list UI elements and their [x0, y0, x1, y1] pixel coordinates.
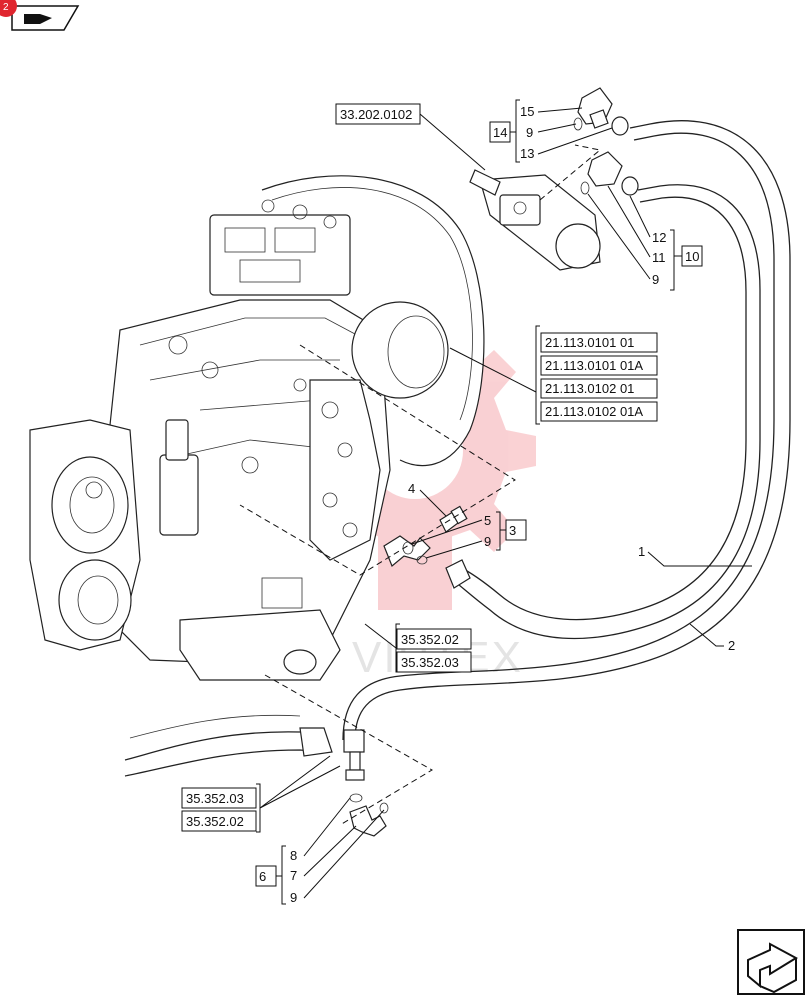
- control-valve-assembly: [469, 169, 601, 271]
- transmission-housing: [29, 175, 485, 681]
- top-elbow-fitting-b: [580, 151, 639, 196]
- svg-text:6: 6: [259, 869, 266, 884]
- svg-text:8: 8: [290, 848, 297, 863]
- svg-text:1: 1: [638, 544, 645, 559]
- callout-group-14[interactable]: 14 15 9 13: [489, 99, 613, 163]
- mid-o-ring-9: [416, 555, 428, 565]
- dash-mid: [239, 344, 516, 576]
- book-page-icon: [24, 14, 52, 24]
- svg-text:9: 9: [652, 272, 659, 287]
- svg-text:4: 4: [408, 481, 415, 496]
- svg-text:35.352.02: 35.352.02: [186, 814, 244, 829]
- mid-tee-fitting-5: [383, 535, 431, 567]
- bottom-elbow-fitting-7: [349, 793, 389, 837]
- hose-1-end-fitting: [445, 559, 471, 589]
- hose-2: [342, 120, 791, 741]
- svg-text:3: 3: [509, 523, 516, 538]
- svg-text:21.113.0101 01A: 21.113.0101 01A: [545, 358, 643, 373]
- svg-text:35.352.03: 35.352.03: [186, 791, 244, 806]
- bottom-hose-end: [343, 729, 365, 781]
- ref-group-35-352-top[interactable]: 35.352.02 35.352.03: [395, 623, 472, 673]
- ref-box-33-202-0102[interactable]: 33.202.0102: [335, 103, 421, 125]
- svg-text:14: 14: [493, 125, 507, 140]
- svg-text:21.113.0101 01: 21.113.0101 01: [545, 335, 634, 350]
- svg-text:9: 9: [290, 890, 297, 905]
- svg-text:2: 2: [728, 638, 735, 653]
- ref-group-21-113[interactable]: 21.113.0101 01 21.113.0101 01A 21.113.01…: [535, 325, 658, 425]
- svg-text:21.113.0102 01A: 21.113.0102 01A: [545, 404, 643, 419]
- svg-text:33.202.0102: 33.202.0102: [340, 107, 412, 122]
- svg-text:9: 9: [526, 125, 533, 140]
- hose-1: [449, 184, 761, 640]
- top-elbow-fitting-a: [573, 87, 629, 136]
- dash-top: [539, 144, 602, 201]
- svg-text:13: 13: [520, 146, 534, 161]
- next-page-button[interactable]: [737, 929, 805, 995]
- svg-text:35.352.02: 35.352.02: [401, 632, 459, 647]
- next-page-arrow-icon: [747, 942, 799, 989]
- callout-group-6[interactable]: 6 8 7 9: [255, 797, 385, 905]
- svg-text:7: 7: [290, 868, 297, 883]
- svg-text:11: 11: [652, 250, 666, 265]
- leader-35-352-top: [364, 623, 397, 649]
- callout-2[interactable]: 2: [689, 623, 735, 653]
- callout-4[interactable]: 4: [408, 481, 447, 517]
- svg-text:15: 15: [520, 104, 534, 119]
- page-badge: [0, 0, 17, 17]
- svg-text:10: 10: [685, 249, 699, 264]
- page-badge-text: 2: [3, 2, 9, 13]
- leader-21-113: [449, 347, 537, 393]
- callout-group-3[interactable]: 3 5 9: [411, 511, 527, 559]
- leader-35-352-bottom: [259, 755, 341, 809]
- top-left-page-icon[interactable]: 2: [0, 0, 80, 31]
- callout-group-10[interactable]: 10 12 11 9: [587, 185, 703, 291]
- svg-text:21.113.0102 01: 21.113.0102 01: [545, 381, 634, 396]
- bottom-left-hose: [124, 714, 333, 777]
- svg-text:9: 9: [484, 534, 491, 549]
- callout-1[interactable]: 1: [638, 544, 752, 567]
- ref-group-35-352-bottom[interactable]: 35.352.03 35.352.02: [181, 783, 261, 833]
- svg-text:5: 5: [484, 513, 491, 528]
- leader-33-202: [419, 113, 486, 171]
- dash-bottom: [264, 674, 433, 826]
- svg-text:35.352.03: 35.352.03: [401, 655, 459, 670]
- svg-text:12: 12: [652, 230, 666, 245]
